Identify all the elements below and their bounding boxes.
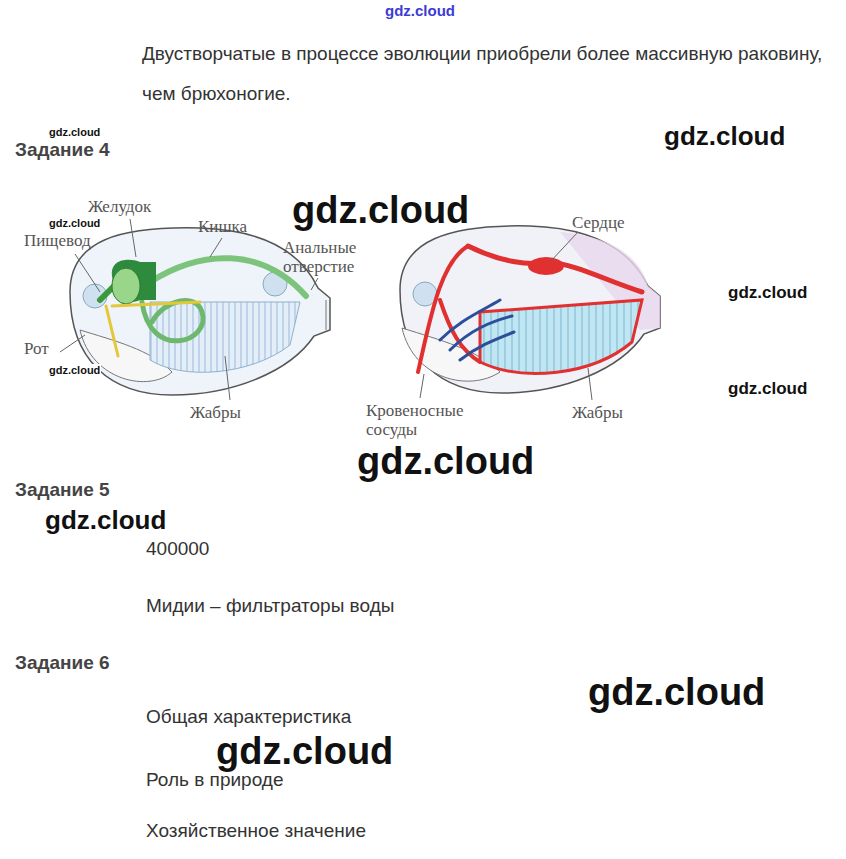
- part-label: Кишка: [198, 218, 247, 237]
- watermark: gdz.cloud: [728, 284, 807, 303]
- answer-text: 400000: [146, 539, 209, 560]
- watermark: gdz.cloud: [48, 364, 101, 376]
- part-label: Жабры: [572, 404, 623, 423]
- watermark: gdz.cloud: [357, 441, 534, 483]
- watermark: gdz.cloud: [292, 190, 469, 232]
- part-label: Пищевод: [24, 232, 91, 251]
- part-label: Сердце: [572, 214, 625, 233]
- watermark: gdz.cloud: [216, 731, 393, 773]
- answer-text: Хозяйственное значение: [146, 821, 366, 842]
- part-label: Жабры: [190, 404, 241, 423]
- answer-text: Общая характеристика: [146, 707, 351, 728]
- watermark: gdz.cloud: [48, 217, 101, 229]
- watermark: gdz.cloud: [385, 3, 455, 20]
- task-heading: Задание 4: [15, 140, 110, 161]
- task-heading: Задание 5: [15, 480, 110, 501]
- circulatory-figure: [400, 226, 660, 393]
- task-heading: Задание 6: [15, 653, 110, 674]
- answer-text: Двустворчатые в процессе эволюции приобр…: [142, 34, 842, 114]
- part-label: Желудок: [88, 198, 151, 217]
- watermark: gdz.cloud: [664, 122, 785, 151]
- answer-text: Роль в природе: [146, 770, 283, 791]
- watermark: gdz.cloud: [728, 380, 807, 399]
- watermark: gdz.cloud: [588, 672, 765, 714]
- watermark: gdz.cloud: [45, 506, 166, 535]
- part-label: Рот: [24, 340, 49, 359]
- answer-text: Мидии – фильтраторы воды: [146, 596, 394, 617]
- leader-lines: [60, 219, 592, 400]
- watermark: gdz.cloud: [48, 126, 101, 138]
- part-label: Кровеносные сосуды: [366, 401, 506, 439]
- part-label: Анальные отверстие: [283, 238, 393, 276]
